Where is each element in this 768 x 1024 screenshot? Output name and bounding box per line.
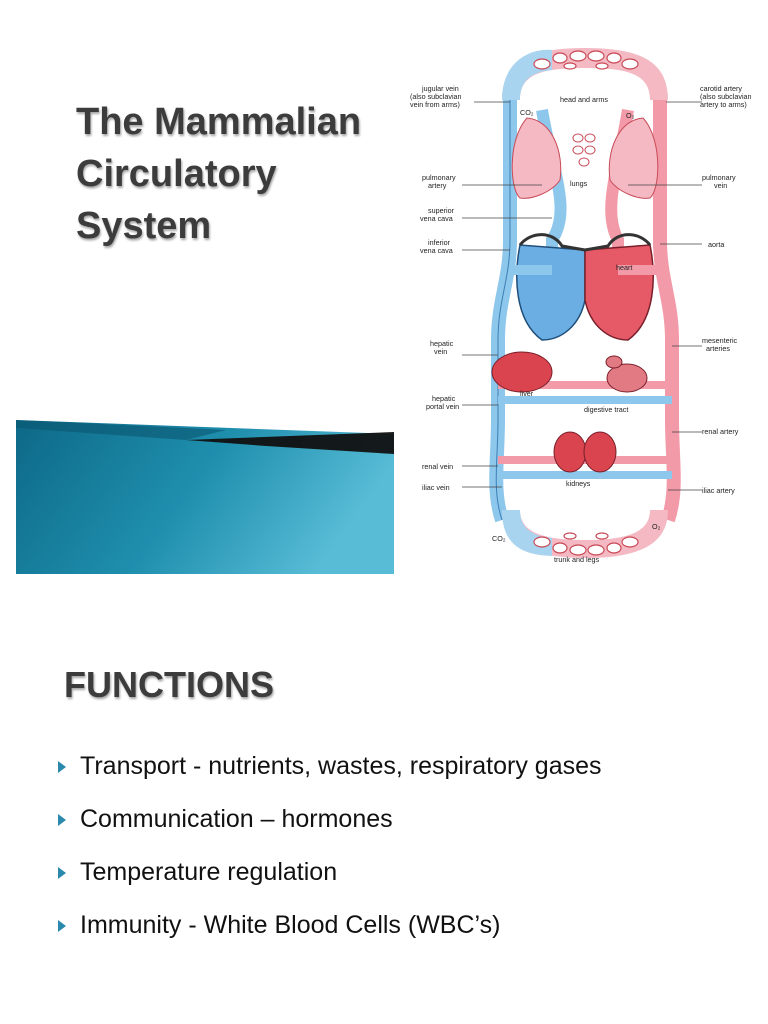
label-carotid-3: artery to arms) (700, 100, 747, 109)
label-aorta: aorta (708, 240, 724, 249)
slide-title: The Mammalian Circulatory System (76, 96, 416, 252)
list-item: Transport - nutrients, wastes, respirato… (58, 748, 602, 801)
label-inferior-vc: inferior (428, 238, 451, 247)
functions-heading: FUNCTIONS (64, 664, 274, 705)
label-renal-vein: renal vein (422, 462, 453, 471)
label-pulmonary-artery-2: artery (428, 181, 447, 190)
label-hepatic-portal: hepatic (432, 394, 456, 403)
list-item: Communication – hormones (58, 801, 602, 854)
head-capillary-bed (502, 48, 668, 100)
heart (516, 233, 654, 341)
label-lungs: lungs (570, 179, 588, 188)
label-hepatic-vein-2: vein (434, 347, 447, 356)
lungs (511, 117, 659, 199)
list-item-text: Communication – hormones (80, 805, 393, 833)
list-item: Immunity - White Blood Cells (WBC’s) (58, 907, 602, 960)
label-iliac-artery: iliac artery (702, 486, 735, 495)
label-digestive-tract: digestive tract (584, 405, 628, 414)
label-carotid: carotid artery (700, 84, 742, 93)
label-mesenteric: mesenteric (702, 336, 738, 345)
list-item-text: Temperature regulation (80, 858, 338, 886)
kidneys (553, 431, 617, 473)
label-hepatic-portal-2: portal vein (426, 402, 459, 411)
label-mesenteric-2: arteries (706, 344, 730, 353)
decorative-accent-band (16, 420, 394, 574)
title-line: Circulatory (76, 153, 277, 195)
label-superior-vc: superior (428, 206, 455, 215)
label-liver: liver (520, 389, 534, 398)
label-hepatic-vein: hepatic (430, 339, 454, 348)
liver (491, 351, 553, 393)
label-head-arms: head and arms (560, 95, 608, 104)
systemic-artery-right (653, 100, 681, 523)
title-line: System (76, 205, 212, 247)
list-item: Temperature regulation (58, 854, 602, 907)
label-trunk-legs: trunk and legs (554, 555, 600, 564)
label-heart: heart (616, 263, 632, 272)
list-item-text: Transport - nutrients, wastes, respirato… (80, 752, 602, 780)
list-item-text: Immunity - White Blood Cells (WBC’s) (80, 911, 501, 939)
label-o2-top: O₂ (626, 111, 635, 120)
bullet-arrow-icon (58, 867, 66, 879)
trunk-capillary-bed (502, 510, 668, 558)
label-pulmonary-vein: pulmonary (702, 173, 736, 182)
circulatory-diagram: jugular vein (also subclavian vein from … (410, 48, 752, 564)
label-pulmonary-artery: pulmonary (422, 173, 456, 182)
label-pulmonary-vein-2: vein (714, 181, 727, 190)
label-kidneys: kidneys (566, 479, 591, 488)
label-jugular-vein: jugular vein (421, 84, 459, 93)
functions-list: Transport - nutrients, wastes, respirato… (58, 748, 602, 960)
label-jugular-vein-3: vein from arms) (410, 100, 460, 109)
label-iliac-vein: iliac vein (422, 483, 450, 492)
label-o2-bottom: O₂ (652, 522, 661, 531)
digestive-tract (605, 355, 648, 393)
label-superior-vc-2: vena cava (420, 214, 453, 223)
bullet-arrow-icon (58, 814, 66, 826)
title-line: The Mammalian (76, 101, 362, 143)
label-inferior-vc-2: vena cava (420, 246, 453, 255)
label-renal-artery: renal artery (702, 427, 739, 436)
label-co2-top: CO₂ (520, 108, 534, 117)
label-jugular-vein-2: (also subclavian (410, 92, 462, 101)
bullet-arrow-icon (58, 761, 66, 773)
label-co2-bottom: CO₂ (492, 534, 506, 543)
bullet-arrow-icon (58, 920, 66, 932)
label-carotid-2: (also subclavian (700, 92, 752, 101)
